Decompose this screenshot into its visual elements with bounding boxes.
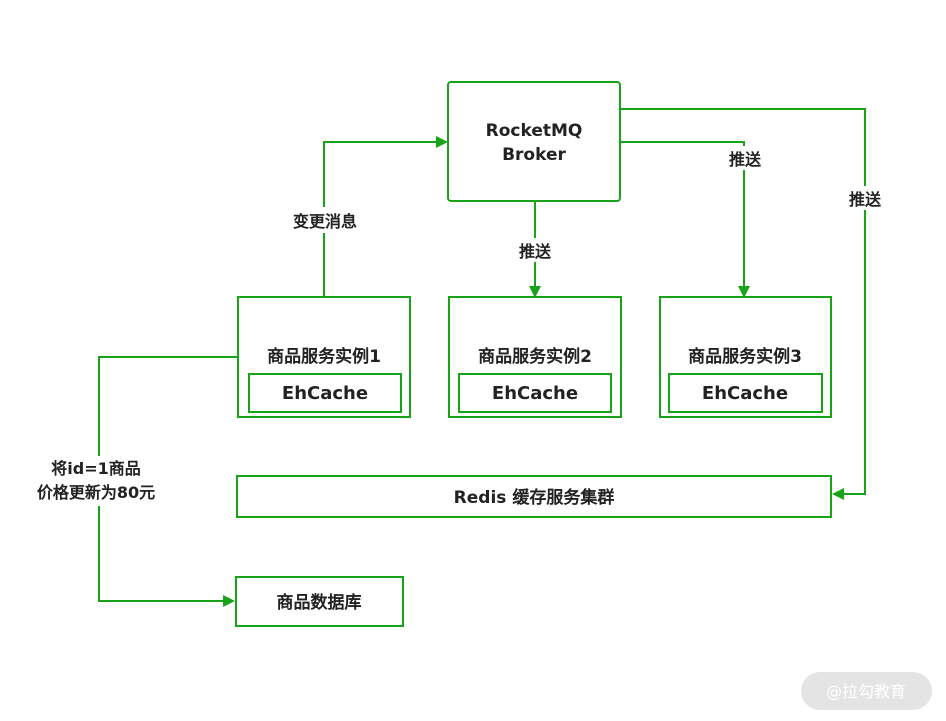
edge-label-push-instance2: 推送 [519,242,552,261]
redis-label: Redis 缓存服务集群 [454,487,615,508]
instance1-ehcache: EhCache [282,383,368,404]
broker-name-line2: Broker [502,145,566,165]
edge-label-push-instance3: 推送 [729,150,762,169]
watermark: @拉勾教育 [801,672,932,710]
broker-name-line1: RocketMQ [486,121,583,141]
edge-instance1-to-broker [323,136,448,297]
edge-label-update-line2: 价格更新为80元 [37,483,155,502]
instance1-title: 商品服务实例1 [267,346,381,367]
database-node: 商品数据库 [235,576,404,627]
redis-cluster-node: Redis 缓存服务集群 [236,475,832,518]
edge-label-push-redis: 推送 [849,190,882,209]
instance2-title: 商品服务实例2 [478,346,592,367]
instance3-title: 商品服务实例3 [688,346,802,367]
edge-label-update-line1: 将id=1商品 [51,459,140,478]
database-label: 商品数据库 [277,592,362,613]
service-instance-3: 商品服务实例3 EhCache [659,296,832,418]
edge-label-change-message: 变更消息 [293,212,357,231]
watermark-text: @拉勾教育 [826,682,906,701]
service-instance-1: 商品服务实例1 EhCache [237,296,411,418]
edge-broker-to-instance3 [620,141,750,298]
instance3-ehcache: EhCache [702,383,788,404]
instance2-ehcache: EhCache [492,383,578,404]
edge-broker-to-redis [620,108,866,500]
service-instance-2: 商品服务实例2 EhCache [448,296,622,418]
broker-node: RocketMQ Broker [447,81,621,202]
